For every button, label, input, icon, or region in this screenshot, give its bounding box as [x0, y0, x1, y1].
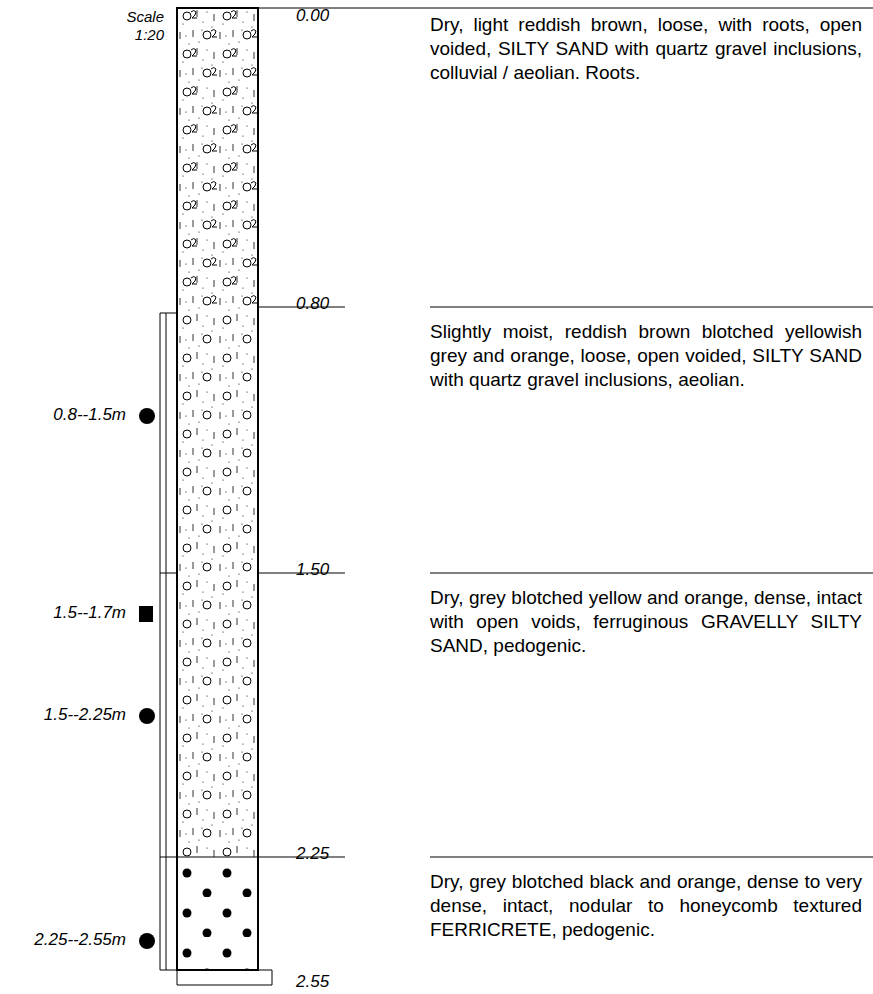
depth-value: 0.00: [296, 6, 356, 26]
layer-description: Slightly moist, reddish brown blotched y…: [430, 320, 862, 392]
sample-interval: 1.5--1.7m: [10, 603, 126, 623]
scale-note: Scale 1:20: [110, 8, 164, 44]
depth-value: 0.80: [296, 294, 356, 314]
sample-interval: 1.5--2.25m: [10, 705, 126, 725]
sample-interval: 0.8--1.5m: [10, 405, 126, 425]
sample-interval: 2.25--2.55m: [10, 930, 126, 950]
depth-value: 1.50: [296, 560, 356, 580]
layer-description: Dry, grey blotched yellow and orange, de…: [430, 586, 862, 658]
depth-value: 2.55: [296, 972, 356, 992]
depth-value: 2.25: [296, 844, 356, 864]
layer-description: Dry, light reddish brown, loose, with ro…: [430, 13, 862, 85]
layer-description: Dry, grey blotched black and orange, den…: [430, 870, 862, 942]
